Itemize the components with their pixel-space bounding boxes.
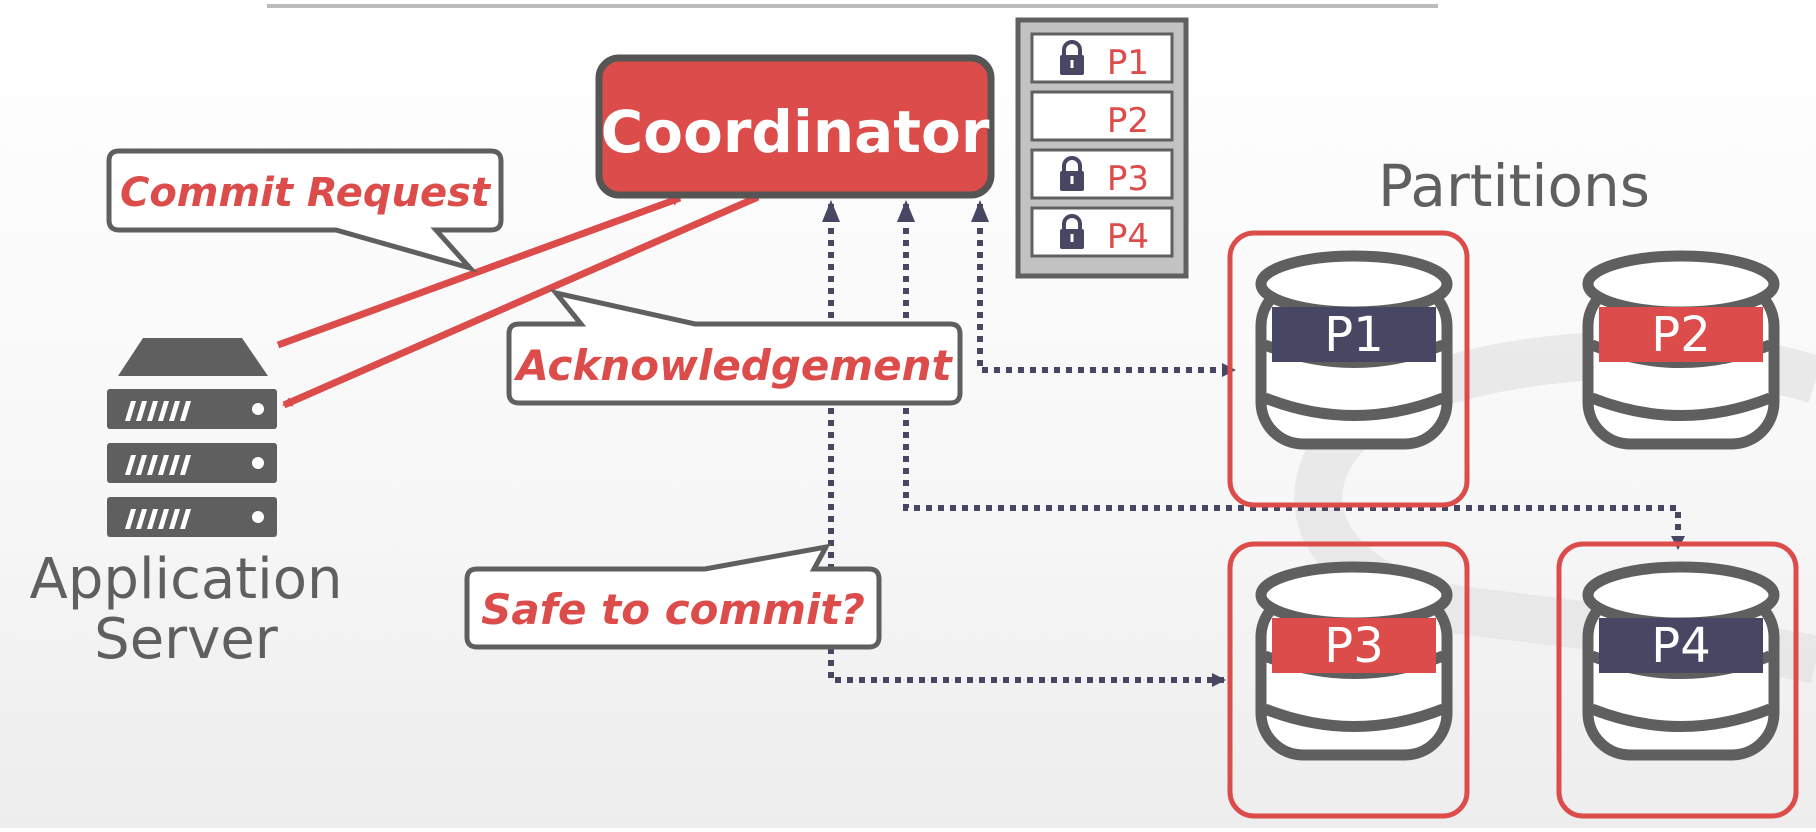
lock-row-label: P1 bbox=[1107, 43, 1149, 83]
lock-row-label: P4 bbox=[1107, 217, 1149, 257]
commit-request-callout: Commit Request bbox=[106, 148, 504, 273]
app-server-label-line2: Server bbox=[94, 607, 279, 672]
partition-label: P4 bbox=[1651, 618, 1710, 674]
partitions-title: Partitions bbox=[1378, 152, 1650, 220]
coordinator-box: Coordinator bbox=[595, 54, 995, 199]
partition-p2: P2 bbox=[1582, 250, 1780, 450]
acknowledgement-text: Acknowledgement bbox=[513, 341, 953, 390]
server-icon bbox=[107, 338, 277, 537]
lock-row-label: P2 bbox=[1107, 101, 1149, 141]
partition-p1: P1 bbox=[1227, 230, 1470, 508]
server-slots bbox=[125, 401, 264, 529]
commit-request-arrow bbox=[276, 194, 682, 349]
commit-request-text: Commit Request bbox=[120, 170, 492, 216]
coordinator-label: Coordinator bbox=[601, 98, 990, 166]
safe-to-commit-callout: Safe to commit? bbox=[464, 543, 882, 650]
coordinator-arrowheads bbox=[822, 200, 989, 222]
lock-table: P1 P2 P3 P4 bbox=[1015, 17, 1189, 279]
partition-label: P2 bbox=[1651, 307, 1710, 363]
safe-to-commit-text: Safe to commit? bbox=[481, 585, 865, 634]
partition-label: P3 bbox=[1324, 618, 1383, 674]
acknowledgement-callout: Acknowledgement bbox=[506, 289, 963, 406]
response-arrow bbox=[282, 193, 760, 409]
partition-p3: P3 bbox=[1227, 541, 1470, 819]
app-server-label-line1: Application bbox=[30, 547, 343, 612]
lock-row-label: P3 bbox=[1107, 159, 1149, 199]
partition-p4: P4 bbox=[1556, 541, 1799, 819]
partition-label: P1 bbox=[1324, 307, 1383, 363]
